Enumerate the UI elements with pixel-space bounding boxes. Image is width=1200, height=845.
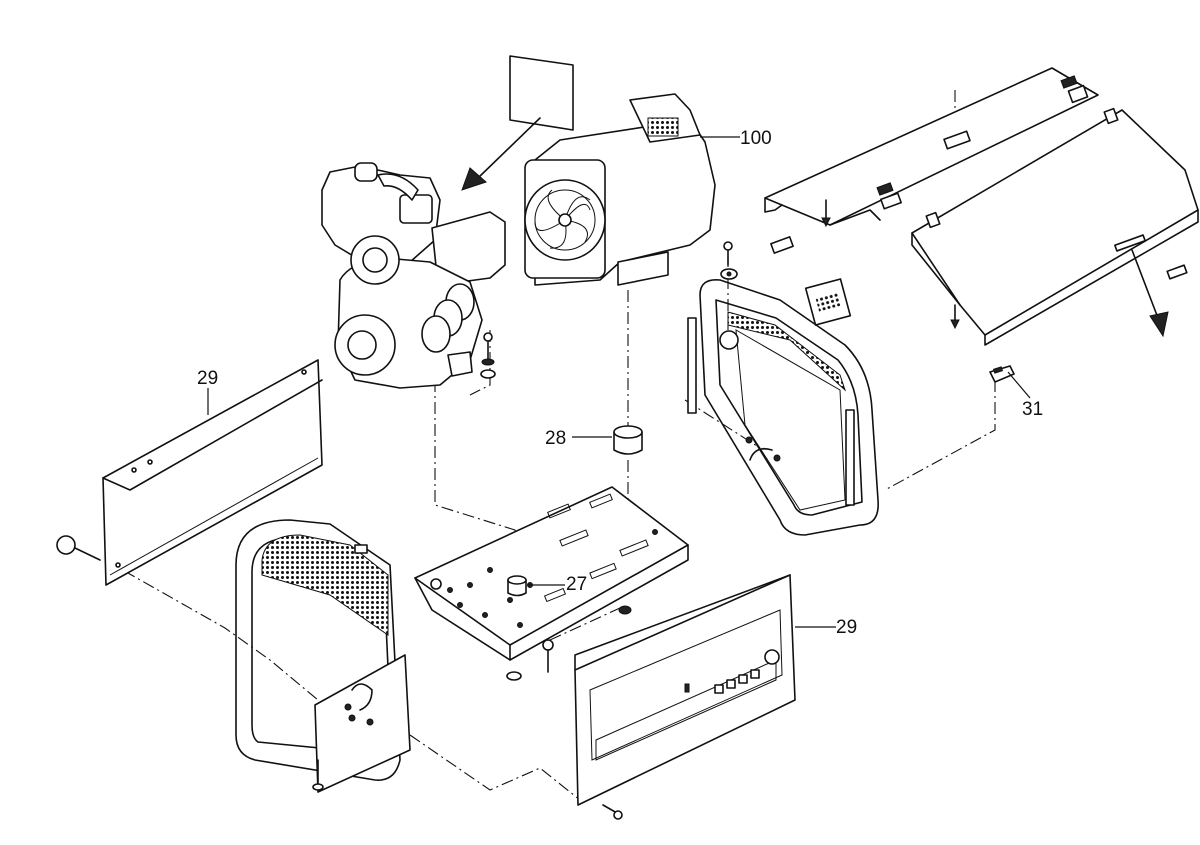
rear-frame [687,278,879,536]
callout-label: 28 [545,428,566,449]
callout-label: 100 [740,128,772,149]
callout-label: 31 [1022,399,1043,420]
rubber-mount-27 [507,575,527,597]
front-frame [235,519,411,793]
engine-bolt-set [480,332,496,379]
callout-label: 29 [836,617,857,638]
panel-screw [602,804,623,820]
left-side-panel [102,359,323,586]
engine [321,162,506,389]
callout-label: 29 [197,368,218,389]
base-plate [414,486,689,661]
callout-100: 100 [700,128,772,149]
top-cover-lower [911,107,1199,346]
label-plate [509,55,574,131]
knob-icon [56,535,101,561]
frame-bolt-left [312,759,324,791]
base-bolts [506,639,554,681]
callout-27: 27 [528,574,587,595]
callout-29-left: 29 [197,368,218,415]
rear-mount-parts [719,241,739,350]
cover-arrow-icon [1131,249,1169,338]
callout-28: 28 [545,428,612,449]
callout-29-right: 29 [795,617,857,638]
callout-label: 27 [566,574,587,595]
callout-31: 31 [1007,371,1043,420]
control-panel [574,574,796,806]
alternator [524,93,716,286]
direction-arrow-icon [461,117,541,191]
bracket-31 [989,365,1015,383]
top-cover-upper [764,67,1099,254]
rubber-mount-28 [613,425,643,455]
